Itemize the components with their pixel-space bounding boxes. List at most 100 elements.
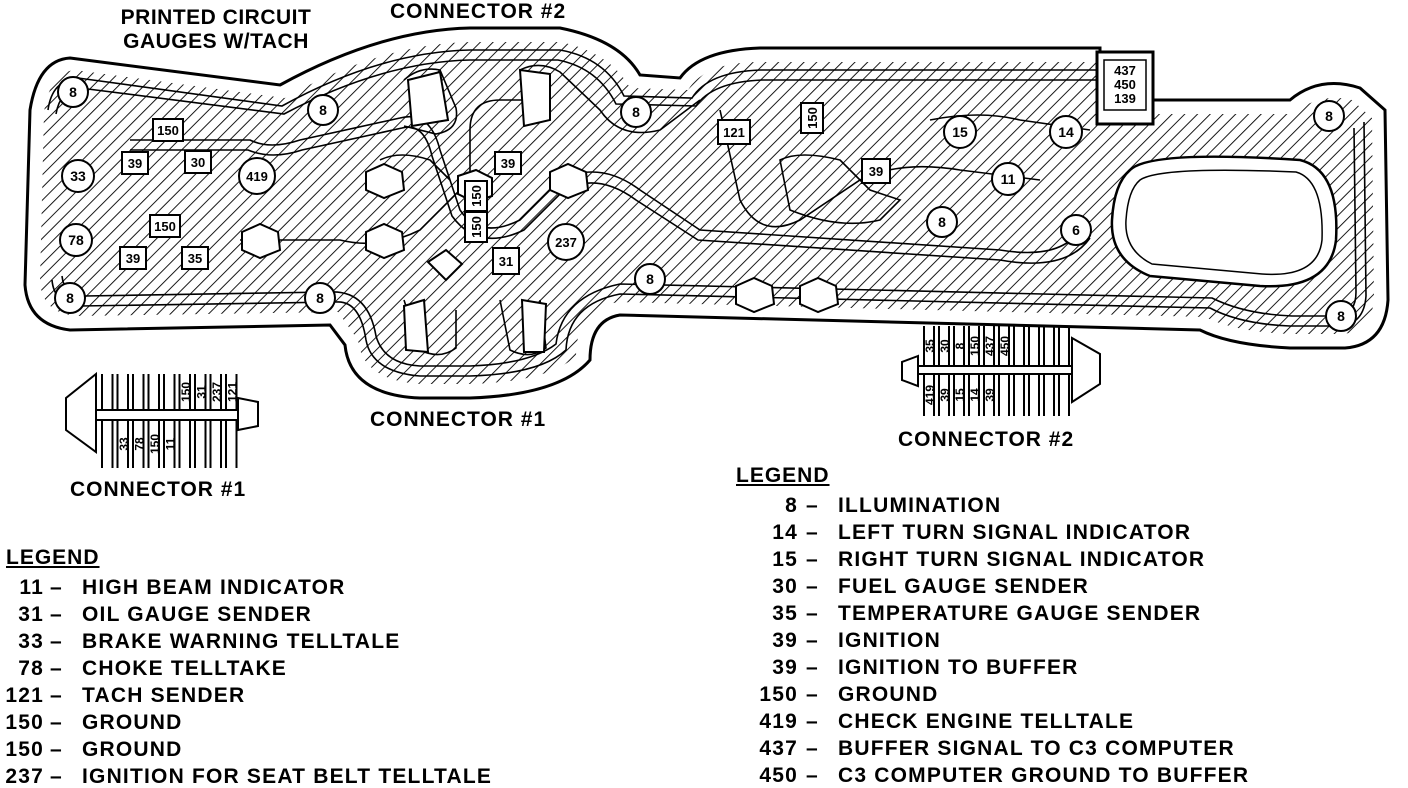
connector-pin-label: 150 xyxy=(179,382,193,402)
connector-pin xyxy=(163,420,176,468)
lamp-socket xyxy=(365,222,406,260)
pad-121: 121 xyxy=(717,119,751,145)
connector-pin-label: 33 xyxy=(117,437,131,451)
legend-description: ILLUMINATION xyxy=(838,494,1002,517)
lamp-socket xyxy=(426,248,464,282)
legend-description: CHOKE TELLTAKE xyxy=(82,657,288,680)
legend-description: FUEL GAUGE SENDER xyxy=(838,575,1090,598)
lamp-socket xyxy=(549,162,590,200)
connector-pin xyxy=(178,420,191,468)
svg-text:8: 8 xyxy=(632,104,640,120)
svg-text:237: 237 xyxy=(555,235,577,250)
svg-text:121: 121 xyxy=(723,125,745,140)
legend-dash: – xyxy=(50,738,63,761)
svg-text:8: 8 xyxy=(938,214,946,230)
legend-code: 437 xyxy=(759,737,798,760)
svg-text:419: 419 xyxy=(246,169,268,184)
connector-pin-label: 14 xyxy=(968,388,982,402)
pad-150: 150 xyxy=(464,211,488,243)
connector1-detail-label: CONNECTOR #1 xyxy=(70,478,247,501)
svg-text:39: 39 xyxy=(501,156,515,171)
legend-dash: – xyxy=(806,521,819,544)
legend-description: GROUND xyxy=(82,738,183,761)
connector-pin xyxy=(1058,374,1070,416)
lamp-socket xyxy=(241,222,282,260)
legend-dash: – xyxy=(806,764,819,787)
legend-description: GROUND xyxy=(82,711,183,734)
legend-code: 8 xyxy=(785,494,798,517)
terminal-11: 11 xyxy=(991,162,1025,196)
svg-text:15: 15 xyxy=(952,124,968,140)
svg-text:35: 35 xyxy=(188,251,202,266)
legend-description: BUFFER SIGNAL TO C3 COMPUTER xyxy=(838,737,1235,760)
connector-pin-label: 39 xyxy=(938,388,952,402)
connector-pin xyxy=(209,374,222,410)
legend-code: 450 xyxy=(759,764,798,787)
connector-pin-label: 419 xyxy=(923,385,937,405)
circle-terminals: 8 8 8 33 78 8 8 419 237 8 15 14 11 8 6 8… xyxy=(54,76,1357,332)
terminal-8: 8 xyxy=(304,282,336,314)
legend-code: 150 xyxy=(759,683,798,706)
legend-dash: – xyxy=(806,683,819,706)
lamp-socket xyxy=(365,162,406,200)
legend-code: 237 xyxy=(5,765,44,788)
svg-text:33: 33 xyxy=(70,168,86,184)
connector2-bar xyxy=(917,365,1073,375)
buffer-terminal-139: 139 xyxy=(1114,91,1136,106)
legend-code: 31 xyxy=(18,603,44,626)
terminal-15: 15 xyxy=(943,115,977,149)
legend-code: 35 xyxy=(772,602,798,625)
pad-39: 39 xyxy=(494,151,522,175)
connector-pin xyxy=(116,374,129,410)
svg-text:150: 150 xyxy=(154,219,176,234)
trace xyxy=(403,68,458,135)
legend-code: 11 xyxy=(19,576,44,599)
svg-text:8: 8 xyxy=(69,84,77,100)
connector2-right-ear xyxy=(1071,336,1101,404)
svg-text:78: 78 xyxy=(68,232,84,248)
legend-description: IGNITION FOR SEAT BELT TELLTALE xyxy=(82,765,493,788)
connector-pin xyxy=(923,374,935,416)
legend-description: TACH SENDER xyxy=(82,684,246,707)
connector1-left-ear xyxy=(65,371,97,454)
legend-dash: – xyxy=(50,684,63,707)
connector-pin xyxy=(1043,374,1055,416)
connector-pin xyxy=(938,326,950,366)
terminal-8: 8 xyxy=(307,94,339,126)
connector-pin xyxy=(938,374,950,416)
terminal-8: 8 xyxy=(1325,300,1357,332)
connector-pin xyxy=(1013,374,1025,416)
connector-pin xyxy=(983,326,995,366)
connector-pin-label: 150 xyxy=(968,336,982,356)
terminal-8: 8 xyxy=(926,206,958,238)
legend-description: BRAKE WARNING TELLTALE xyxy=(82,630,401,653)
svg-text:150: 150 xyxy=(157,123,179,138)
terminal-6: 6 xyxy=(1060,214,1092,246)
connector-pin-label: 30 xyxy=(938,339,952,353)
title-line-2: GAUGES W/TACH xyxy=(123,30,309,53)
legend-code: 121 xyxy=(5,684,44,707)
legend-dash: – xyxy=(806,602,819,625)
connector-pin-label: 31 xyxy=(194,385,208,399)
legend-dash: – xyxy=(50,765,63,788)
connector-pin-label: 8 xyxy=(953,342,967,349)
trace xyxy=(379,154,451,181)
connector-pin xyxy=(209,420,222,468)
connector-pin xyxy=(1058,326,1070,366)
legend-dash: – xyxy=(50,630,63,653)
connector1-right-ear xyxy=(237,396,259,432)
connector-pin xyxy=(132,420,145,468)
legend-code: 30 xyxy=(772,575,798,598)
svg-text:150: 150 xyxy=(469,185,484,207)
connector2-detail-label: CONNECTOR #2 xyxy=(898,428,1075,451)
connector1-cutout-right xyxy=(520,298,548,353)
legend-dash: – xyxy=(806,737,819,760)
legend-dash: – xyxy=(806,494,819,517)
svg-text:39: 39 xyxy=(869,164,883,179)
lamp-socket xyxy=(735,276,776,314)
legend-left-heading: LEGEND xyxy=(6,546,100,569)
connector-pin xyxy=(116,420,129,468)
